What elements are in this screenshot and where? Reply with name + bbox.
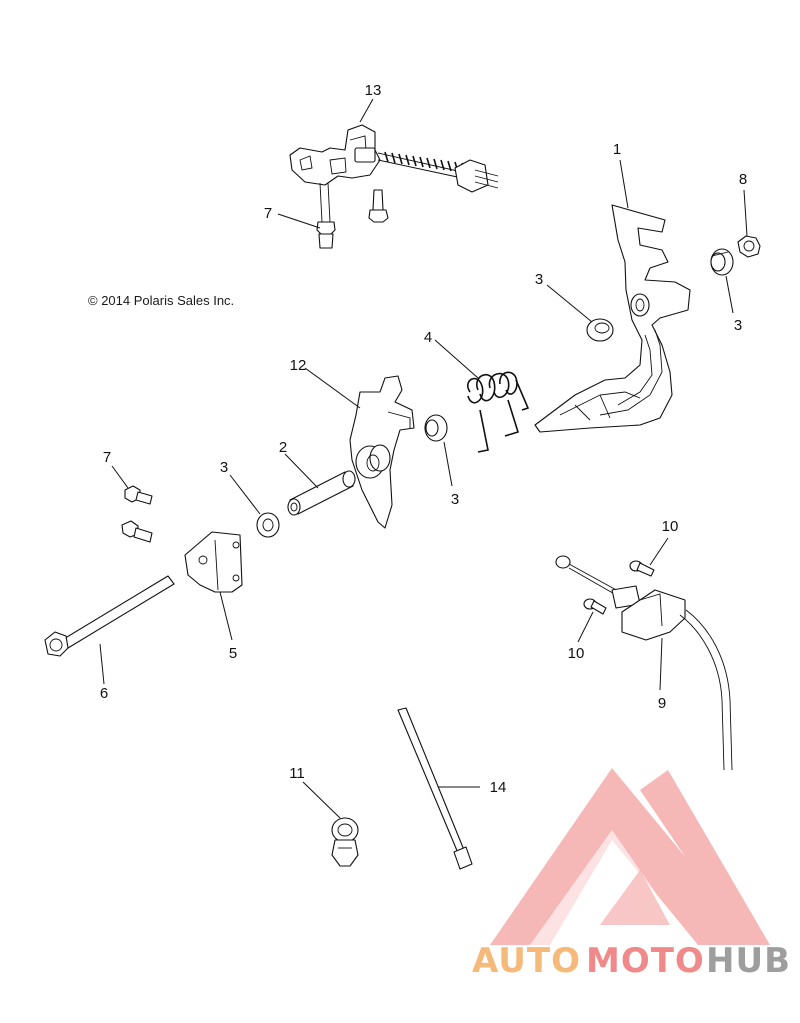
watermark-text-hub: HUB [706,941,791,981]
part-7-bolt-left-b [121,520,153,543]
part-10-bolt-lower [583,598,607,615]
part-2-pivot-tube [287,470,356,516]
callout-3-right: 3 [734,317,742,334]
callout-3-upper: 3 [535,271,543,288]
part-6-long-bolt [44,575,175,657]
copyright-notice: © 2014 Polaris Sales Inc. [88,293,235,308]
callout-10-upper: 10 [662,518,679,535]
part-3-bushing-upper [586,318,614,342]
part-13-switch-assembly [289,124,499,223]
watermark-text-auto: AUTO [472,941,581,981]
callout-10-lower: 10 [568,645,585,662]
part-3-bushing-left [256,512,280,538]
callout-7-left: 7 [103,449,111,466]
callout-3-middle: 3 [451,491,459,508]
callout-12: 12 [290,357,307,374]
callout-8: 8 [739,171,747,188]
part-1-brake-pedal [534,204,691,433]
part-4-return-spring [467,371,530,453]
part-11-clip [331,817,359,867]
watermark-text-moto: MOTO [586,941,705,981]
callout-5: 5 [229,645,237,662]
part-7-bolt-upper-a [316,221,336,249]
callout-7-upper: 7 [264,205,272,222]
callout-9: 9 [658,695,666,712]
callout-1: 1 [613,141,621,158]
part-9-cable-assembly [555,555,733,771]
watermark-logo [490,768,770,945]
callout-4: 4 [424,329,432,346]
part-3-bushing-middle [424,414,448,442]
part-10-bolt-upper [629,560,655,577]
part-8-nut [737,235,761,258]
part-5-mount-plate [184,531,243,593]
leader-lines [99,98,748,819]
part-7-bolt-upper-b [368,189,389,223]
part-7-bolt-left-a [124,485,153,505]
callout-6: 6 [100,685,108,702]
part-14-cable-tie [397,707,473,870]
part-12-pivot-bracket [349,375,415,529]
callout-11: 11 [289,765,305,782]
callout-13: 13 [365,82,382,99]
callout-14: 14 [490,779,507,796]
part-3-bushing-right [710,248,734,276]
callout-3-left: 3 [220,459,228,476]
callout-2: 2 [279,439,287,456]
